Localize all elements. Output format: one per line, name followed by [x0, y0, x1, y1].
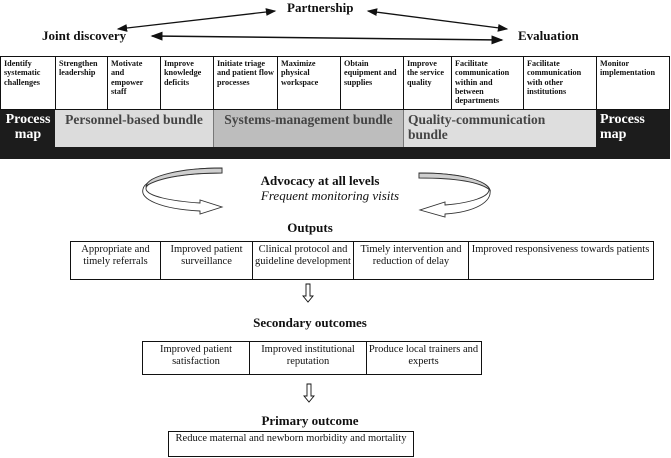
- process-map-left: Process map: [5, 112, 51, 142]
- activity-cell: Obtain equipment and supplies: [340, 57, 403, 110]
- quality-communication-bundle: Quality-communication bundle: [403, 110, 563, 147]
- secondary-outcome-item: Produce local trainers and experts: [366, 342, 480, 374]
- output-item: Timely intervention and reduction of del…: [353, 242, 468, 279]
- cycle-arrow-right-icon: [418, 172, 492, 218]
- output-item: Improved responsiveness towards patients: [468, 242, 652, 279]
- down-arrow-icon: [303, 383, 315, 403]
- activity-cell: Facilitate communication within and betw…: [451, 57, 523, 110]
- secondary-outcomes-title: Secondary outcomes: [253, 315, 367, 330]
- outputs-title: Outputs: [287, 220, 333, 235]
- activity-cell: Identify systematic challenges: [0, 57, 55, 110]
- output-item: Clinical protocol and guideline developm…: [252, 242, 353, 279]
- output-item: Appropriate and timely referrals: [81, 244, 150, 267]
- down-arrow-icon: [302, 283, 314, 303]
- activity-cell: Maximize physical workspace: [277, 57, 340, 110]
- outputs-row: Appropriate and timely referrals Improve…: [70, 241, 654, 280]
- activity-cell: Improve knowledge deficits: [160, 57, 213, 110]
- arrow-partnership-evaluation: [366, 8, 509, 32]
- activity-cell: Facilitate communication with other inst…: [523, 57, 596, 110]
- arrow-partnership-joint-discovery: [116, 8, 277, 32]
- systems-management-bundle: Systems-management bundle: [213, 110, 403, 147]
- advocacy-subtitle: Frequent monitoring visits: [260, 188, 400, 203]
- primary-outcome-item: Reduce maternal and newborn morbidity an…: [175, 433, 407, 444]
- output-item: Improved patient surveillance: [160, 242, 252, 279]
- activity-cell: Initiate triage and patient flow process…: [213, 57, 277, 110]
- quality-bundle-fill: [563, 110, 596, 147]
- secondary-outcome-item: Improved patient satisfaction: [159, 344, 233, 367]
- partnership-label: Partnership: [287, 0, 354, 15]
- secondary-outcomes-row: Improved patient satisfaction Improved i…: [142, 341, 482, 375]
- activity-table: Identify systematic challenges Strengthe…: [0, 56, 670, 110]
- primary-outcome-title: Primary outcome: [261, 413, 359, 428]
- advocacy-title: Advocacy at all levels: [260, 173, 380, 188]
- activity-cell: Strengthen leadership: [55, 57, 107, 110]
- secondary-outcome-item: Improved institutional reputation: [249, 342, 366, 374]
- arrow-joint-discovery-evaluation: [150, 31, 504, 45]
- activity-cell: Improve the service quality: [403, 57, 451, 110]
- personnel-bundle: Personnel-based bundle: [55, 110, 213, 147]
- evaluation-label: Evaluation: [518, 28, 579, 43]
- bundle-bar: Process map Personnel-based bundle Syste…: [0, 110, 670, 159]
- primary-outcome-box: Reduce maternal and newborn morbidity an…: [168, 431, 414, 457]
- activity-cell: Monitor implementation: [596, 57, 670, 110]
- process-map-right: Process map: [600, 112, 645, 142]
- cycle-arrow-left-icon: [142, 167, 224, 215]
- activity-cell: Motivate and empower staff: [107, 57, 160, 110]
- joint-discovery-label: Joint discovery: [42, 28, 127, 43]
